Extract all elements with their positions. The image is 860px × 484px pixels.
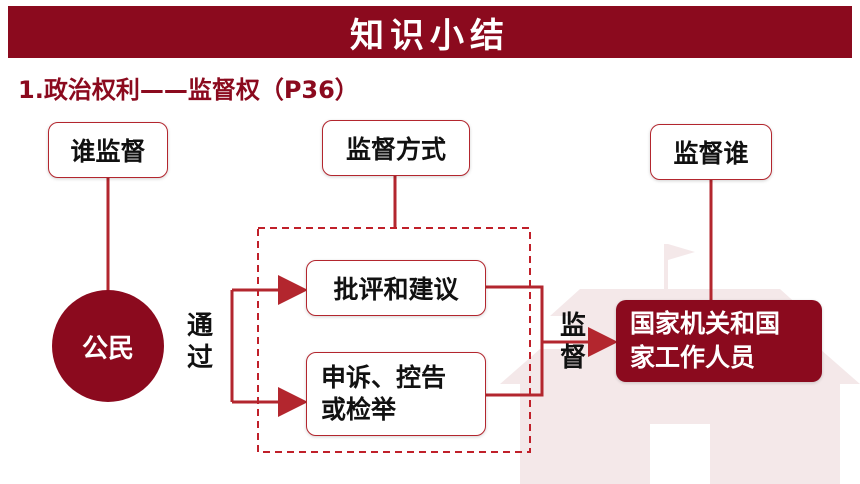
header-bar: 知识小结 [8, 6, 852, 58]
complaint-label-line2: 或检举 [321, 395, 397, 424]
section-title: 1.政治权利——监督权（P36） [18, 76, 359, 104]
via-label: 通 过 [185, 310, 215, 374]
complaint-to-merge-line [486, 342, 544, 397]
criticism-label: 批评和建议 [333, 275, 459, 304]
target-box: 国家机关和国 家工作人员 [616, 300, 822, 382]
method-box: 监督方式 [322, 120, 470, 176]
target-label-line2: 家工作人员 [630, 343, 756, 372]
criticism-to-merge-line [486, 285, 544, 342]
citizen-label: 公民 [81, 333, 134, 364]
whom-label: 监督谁 [673, 139, 749, 168]
target-label-line1: 国家机关和国 [630, 309, 781, 338]
criticism-box: 批评和建议 [306, 260, 486, 316]
who-supervises-label: 谁监督 [70, 137, 146, 166]
via-char-1: 通 [186, 311, 213, 341]
supervise-label: 监 督 [558, 310, 588, 374]
supervise-char-2: 督 [559, 343, 586, 373]
complaint-label-line1: 申诉、控告 [321, 363, 447, 392]
header-title: 知识小结 [350, 15, 510, 56]
method-label: 监督方式 [345, 135, 446, 164]
supervise-char-1: 监 [559, 311, 586, 341]
who-supervises-box: 谁监督 [48, 122, 168, 178]
citizen-circle: 公民 [52, 290, 164, 402]
via-char-2: 过 [186, 343, 213, 373]
method-dashed-group [257, 227, 531, 453]
whom-box: 监督谁 [650, 124, 772, 180]
complaint-box: 申诉、控告 或检举 [306, 352, 486, 436]
